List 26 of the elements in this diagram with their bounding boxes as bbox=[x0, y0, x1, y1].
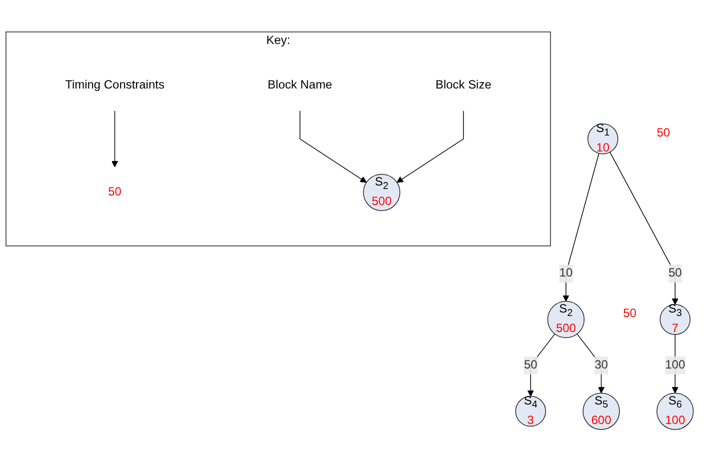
edge-label: 30 bbox=[594, 358, 608, 372]
arrow bbox=[610, 152, 678, 305]
edge-label: 100 bbox=[665, 358, 686, 372]
edge-label: 10 bbox=[559, 266, 573, 280]
node-circle: S$_{3}$ 7 bbox=[660, 304, 690, 335]
node-circle: S$_{2}$ 500 bbox=[547, 300, 585, 338]
arrow bbox=[672, 334, 678, 394]
node-label: 50 bbox=[623, 307, 636, 320]
node-circle: S$_{1}$ 10 bbox=[588, 124, 618, 154]
node-text: Timing Constraints bbox=[65, 78, 164, 92]
node-circle: S$_{4}$ 3 bbox=[515, 396, 546, 427]
arrow bbox=[396, 110, 464, 183]
arrow bbox=[576, 334, 605, 394]
arrow bbox=[527, 334, 556, 397]
arrow bbox=[111, 110, 118, 168]
node-circle: S$_{5}$ 600 bbox=[582, 392, 620, 430]
edge-label: 50 bbox=[524, 358, 538, 372]
node-label: 50 bbox=[656, 126, 670, 140]
node-circle: S$_{6}$ 100 bbox=[656, 392, 694, 430]
node-text: Block Size bbox=[435, 78, 492, 92]
node-text: 50 bbox=[108, 186, 122, 198]
node-circle: S$_{2}$ 500 bbox=[363, 174, 400, 211]
edge-label: 50 bbox=[668, 266, 682, 280]
node-text: Block Name bbox=[268, 78, 332, 92]
arrow bbox=[300, 110, 367, 183]
arrow bbox=[562, 153, 600, 302]
